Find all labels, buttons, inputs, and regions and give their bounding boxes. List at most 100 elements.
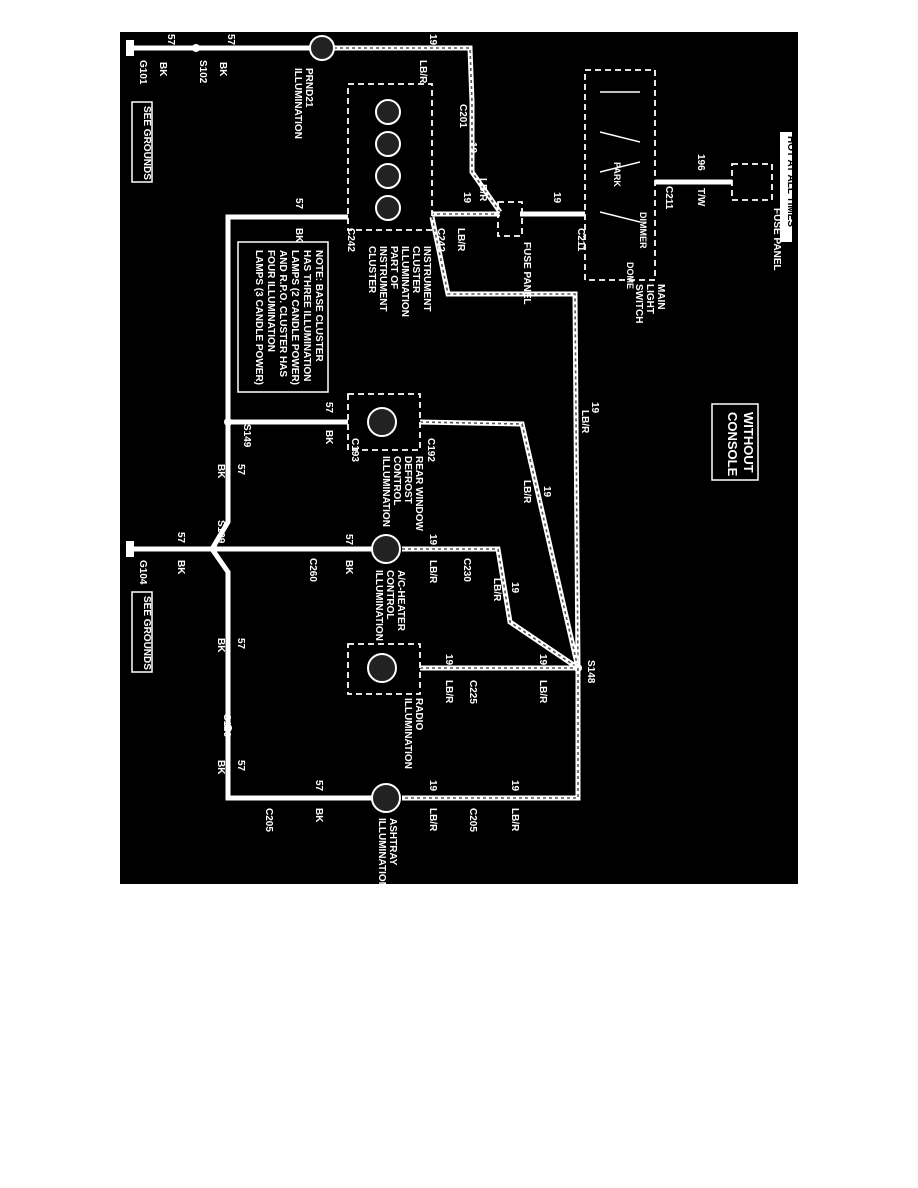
- wire-19-label-d: 19: [461, 192, 472, 204]
- wire-196-label: 196: [695, 154, 706, 171]
- see-grounds-box-2: [131, 591, 153, 673]
- cluster-bulb-1-icon: [375, 99, 401, 125]
- wire-lbr-label-h: LB/R: [443, 680, 454, 704]
- wire-57-label-j: 57: [313, 780, 324, 792]
- wire-19-label-b: 19: [467, 142, 478, 154]
- cluster-bulb-4-icon: [375, 195, 401, 221]
- wire-57-label-f: 57: [175, 532, 186, 544]
- main-light-switch-label-1: MAIN: [655, 284, 666, 310]
- wire-57-cluster: [225, 214, 348, 425]
- c192-label: C192: [425, 438, 436, 462]
- note-line-1: NOTE: BASE CLUSTER: [313, 250, 324, 362]
- wire-bk-label-a: BK: [157, 62, 168, 77]
- g101-label: G101: [137, 60, 148, 85]
- rear-window-label-3: CONTROL: [391, 456, 402, 505]
- s102-label: S102: [197, 60, 208, 84]
- ac-heater-label-1: A/C-HEATER: [395, 570, 406, 632]
- wire-lbr-label-g: LB/R: [491, 578, 502, 602]
- wire-bk-label-e: BK: [215, 464, 226, 479]
- ac-heater-label-3: ILLUMINATION: [373, 570, 384, 641]
- note-line-6: LAMPS (3 CANDLE POWER): [253, 250, 264, 385]
- prnd21-label-1: PRND21: [303, 68, 314, 108]
- c205-right-label: C205: [467, 808, 478, 832]
- ac-heater-label-2: CONTROL: [384, 570, 395, 619]
- without-console-label-2: CONSOLE: [725, 412, 740, 477]
- ashtray-label-2: ILLUMINATION: [376, 818, 387, 884]
- ac-heater-bulb-icon: [371, 534, 401, 564]
- wiring-diagram-panel: HOT AT ALL TIMES FUSE PANEL MAIN LIGHT S…: [120, 32, 798, 884]
- instrument-cluster-label-3: ILLUMINATION: [399, 246, 410, 317]
- fuse-panel-label: FUSE PANEL: [521, 242, 532, 305]
- wire-bk-label-c: BK: [293, 228, 304, 243]
- wire-19-label-e: 19: [589, 402, 600, 414]
- park-label: PARK: [612, 162, 622, 187]
- s109-label: S109: [215, 520, 226, 544]
- wire-bk-label-h: BK: [215, 638, 226, 653]
- without-console-label-1: WITHOUT: [741, 412, 756, 473]
- prnd21-bulb-icon: [309, 35, 335, 61]
- c201-label: C201: [457, 104, 468, 128]
- wire-57-trunk: [209, 422, 382, 801]
- note-box: [237, 241, 329, 393]
- wire-57-label-i: 57: [235, 760, 246, 772]
- main-light-switch-box: [584, 69, 656, 281]
- wire-bk-label-d: BK: [323, 430, 334, 445]
- c260-label: C260: [307, 558, 318, 582]
- see-grounds-label-2: SEE GROUNDS: [141, 596, 152, 670]
- c225-label: C225: [467, 680, 478, 704]
- wire-19-label-g: 19: [427, 534, 438, 546]
- wire-19-label-a: 19: [427, 34, 438, 46]
- splice-s102: [192, 44, 200, 52]
- c242-left-label: C242: [345, 228, 356, 252]
- wire-57-label-e: 57: [235, 464, 246, 476]
- instrument-cluster-label-6: CLUSTER: [366, 246, 377, 294]
- hot-at-all-times-label: HOT AT ALL TIMES: [785, 136, 796, 227]
- dome-label: DOME: [625, 262, 635, 289]
- wire-19-label-l: 19: [509, 780, 520, 792]
- c230-label: C230: [461, 558, 472, 582]
- hot-banner: [780, 132, 792, 242]
- wire-lbr-label-a: LB/R: [417, 60, 428, 84]
- wire-lbr-label-k: LB/R: [509, 808, 520, 832]
- cluster-bulb-3-icon: [375, 163, 401, 189]
- rear-window-label-1: REAR WINDOW: [413, 456, 424, 532]
- c242-right-label: C242: [435, 228, 446, 252]
- radio-label-1: RADIO: [413, 698, 424, 730]
- wire-bk-label-i: BK: [215, 760, 226, 775]
- see-grounds-label-1: SEE GROUNDS: [141, 106, 152, 180]
- wire-19-label-f: 19: [541, 486, 552, 498]
- wire-57-label-c: 57: [293, 198, 304, 210]
- wire-lbr-label-f: LB/R: [427, 560, 438, 584]
- wire-19-label-c: 19: [551, 192, 562, 204]
- wire-19-label-i: 19: [443, 654, 454, 666]
- wiring-diagram: HOT AT ALL TIMES FUSE PANEL MAIN LIGHT S…: [120, 32, 798, 884]
- s149-bottom-label: S149: [221, 714, 232, 738]
- wire-19-label-k: 19: [427, 780, 438, 792]
- instrument-cluster-label-2: CLUSTER: [410, 246, 421, 294]
- note-line-3: LAMPS (2 CANDLE POWER): [289, 250, 300, 385]
- fuse-panel-box: [497, 201, 523, 237]
- cluster-bulb-2-icon: [375, 131, 401, 157]
- diagram-background: [120, 32, 798, 884]
- see-grounds-box-1: [131, 101, 153, 183]
- instrument-cluster-label-1: INSTRUMENT: [421, 246, 432, 312]
- ground-g104-symbol: [126, 541, 134, 557]
- wire-lbr-label-d: LB/R: [579, 410, 590, 434]
- instrument-cluster-box: [347, 83, 433, 231]
- main-light-switch-label-3: SWITCH: [633, 284, 644, 323]
- rear-window-control-box: [347, 393, 421, 451]
- wire-lbr-label-e: LB/R: [521, 480, 532, 504]
- wire-19-label-h: 19: [509, 582, 520, 594]
- ashtray-label-1: ASHTRAY: [387, 818, 398, 866]
- radio-bulb-icon: [367, 653, 397, 683]
- wire-57-label-b: 57: [225, 34, 236, 46]
- wire-bk-label-b: BK: [217, 62, 228, 77]
- wire-lbr-label-b: LB/R: [477, 178, 488, 202]
- rear-window-label-2: DEFROST: [402, 456, 413, 504]
- splice-s149-bottom: [224, 724, 232, 732]
- wire-lbr-label-c: LB/R: [455, 228, 466, 252]
- fuse-panel-top-label: FUSE PANEL: [771, 208, 782, 271]
- wire-bk-label-f: BK: [175, 560, 186, 575]
- wire-19-label-j: 19: [537, 654, 548, 666]
- fuse-panel-top-box: [731, 163, 773, 201]
